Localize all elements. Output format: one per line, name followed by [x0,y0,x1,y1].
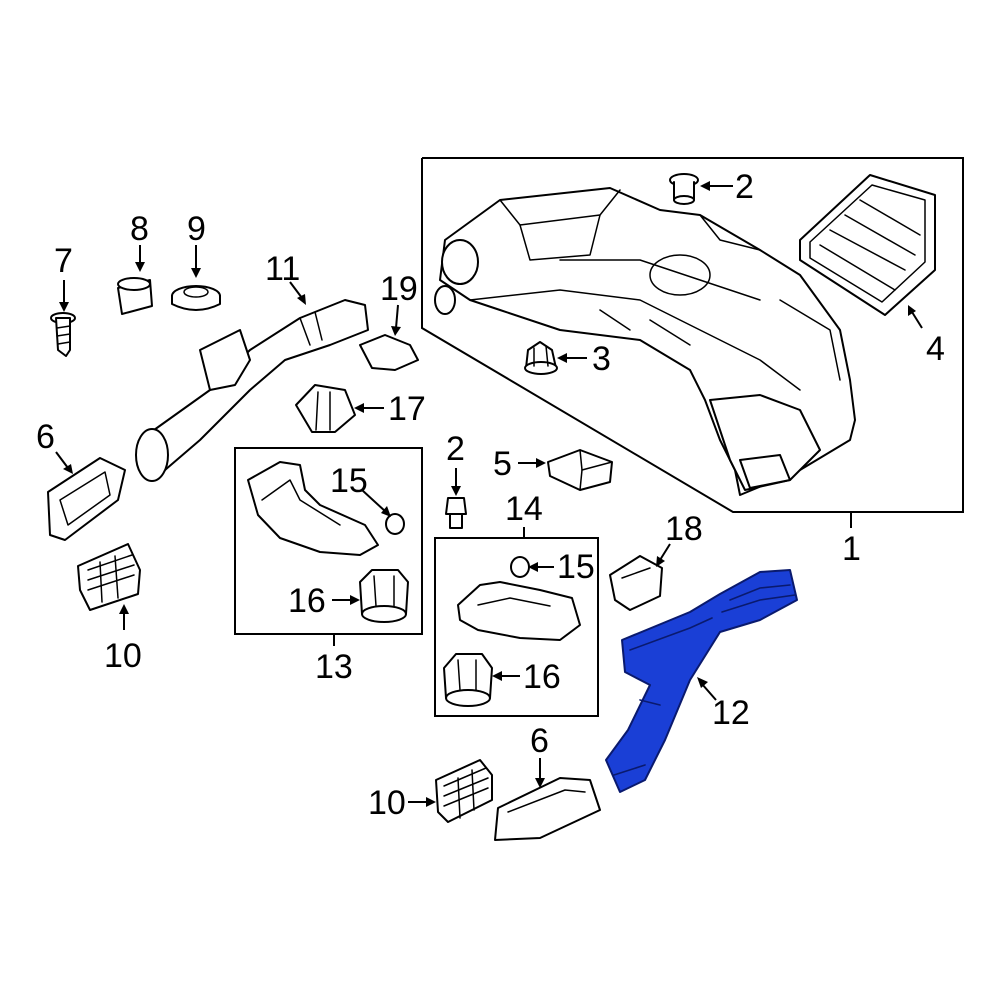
callout-6-lower: 6 [530,722,549,760]
duct-section-lower [494,777,601,841]
callout-9: 9 [187,210,206,248]
mass-air-flow-sensor [547,449,613,491]
callout-19: 19 [380,270,418,308]
callout-16-kit14: 16 [523,658,561,696]
callout-8: 8 [130,210,149,248]
duct-section-left [47,457,126,541]
callout-2-lower: 2 [446,430,465,468]
kit-13-bushing [359,569,409,623]
air-cleaner-housing [434,187,856,496]
callout-13: 13 [315,648,353,686]
callout-15-kit14: 15 [557,548,595,586]
callout-17: 17 [388,390,426,428]
intake-duct [135,299,369,482]
grommet [171,285,221,311]
callout-2-top: 2 [735,168,754,206]
kit-14-hose [457,581,581,641]
kit-13-hose [247,461,379,556]
grille-lower [435,759,493,823]
air-filter-element [799,174,936,316]
callout-16-kit13: 16 [288,582,326,620]
clip [117,277,153,315]
grommet-top [669,173,699,205]
leaders [55,181,923,807]
callout-7: 7 [54,242,73,280]
highlighted-air-duct [605,569,798,793]
callout-4: 4 [926,330,945,368]
kit-14-frame [434,527,599,717]
callout-6-left: 6 [36,418,55,456]
callout-5: 5 [493,445,512,483]
callout-14: 14 [505,490,543,528]
callout-15-kit13: 15 [330,462,368,500]
callout-1: 1 [842,530,861,568]
fastener-pin [445,497,467,529]
kit-13-o-ring [385,513,405,535]
cover-plate [359,334,419,371]
kit-14-o-ring [510,556,530,578]
callout-11: 11 [265,250,300,288]
screw [50,312,76,357]
mount-bushing [524,341,558,375]
callout-10-lower: 10 [368,784,406,822]
kit-13-frame [234,447,423,646]
kit-14-bushing [443,653,493,707]
callout-18: 18 [665,510,703,548]
rubber-boot [295,384,356,433]
callout-10-left: 10 [104,637,142,675]
bracket [609,555,663,611]
grille-left [77,543,141,611]
callout-3: 3 [592,340,611,378]
callout-labels: 1 2 3 4 7 8 9 11 19 17 6 10 2 5 14 15 16… [36,168,945,822]
callout-12: 12 [712,694,750,732]
air-cleaner-assembly-frame [421,157,964,528]
